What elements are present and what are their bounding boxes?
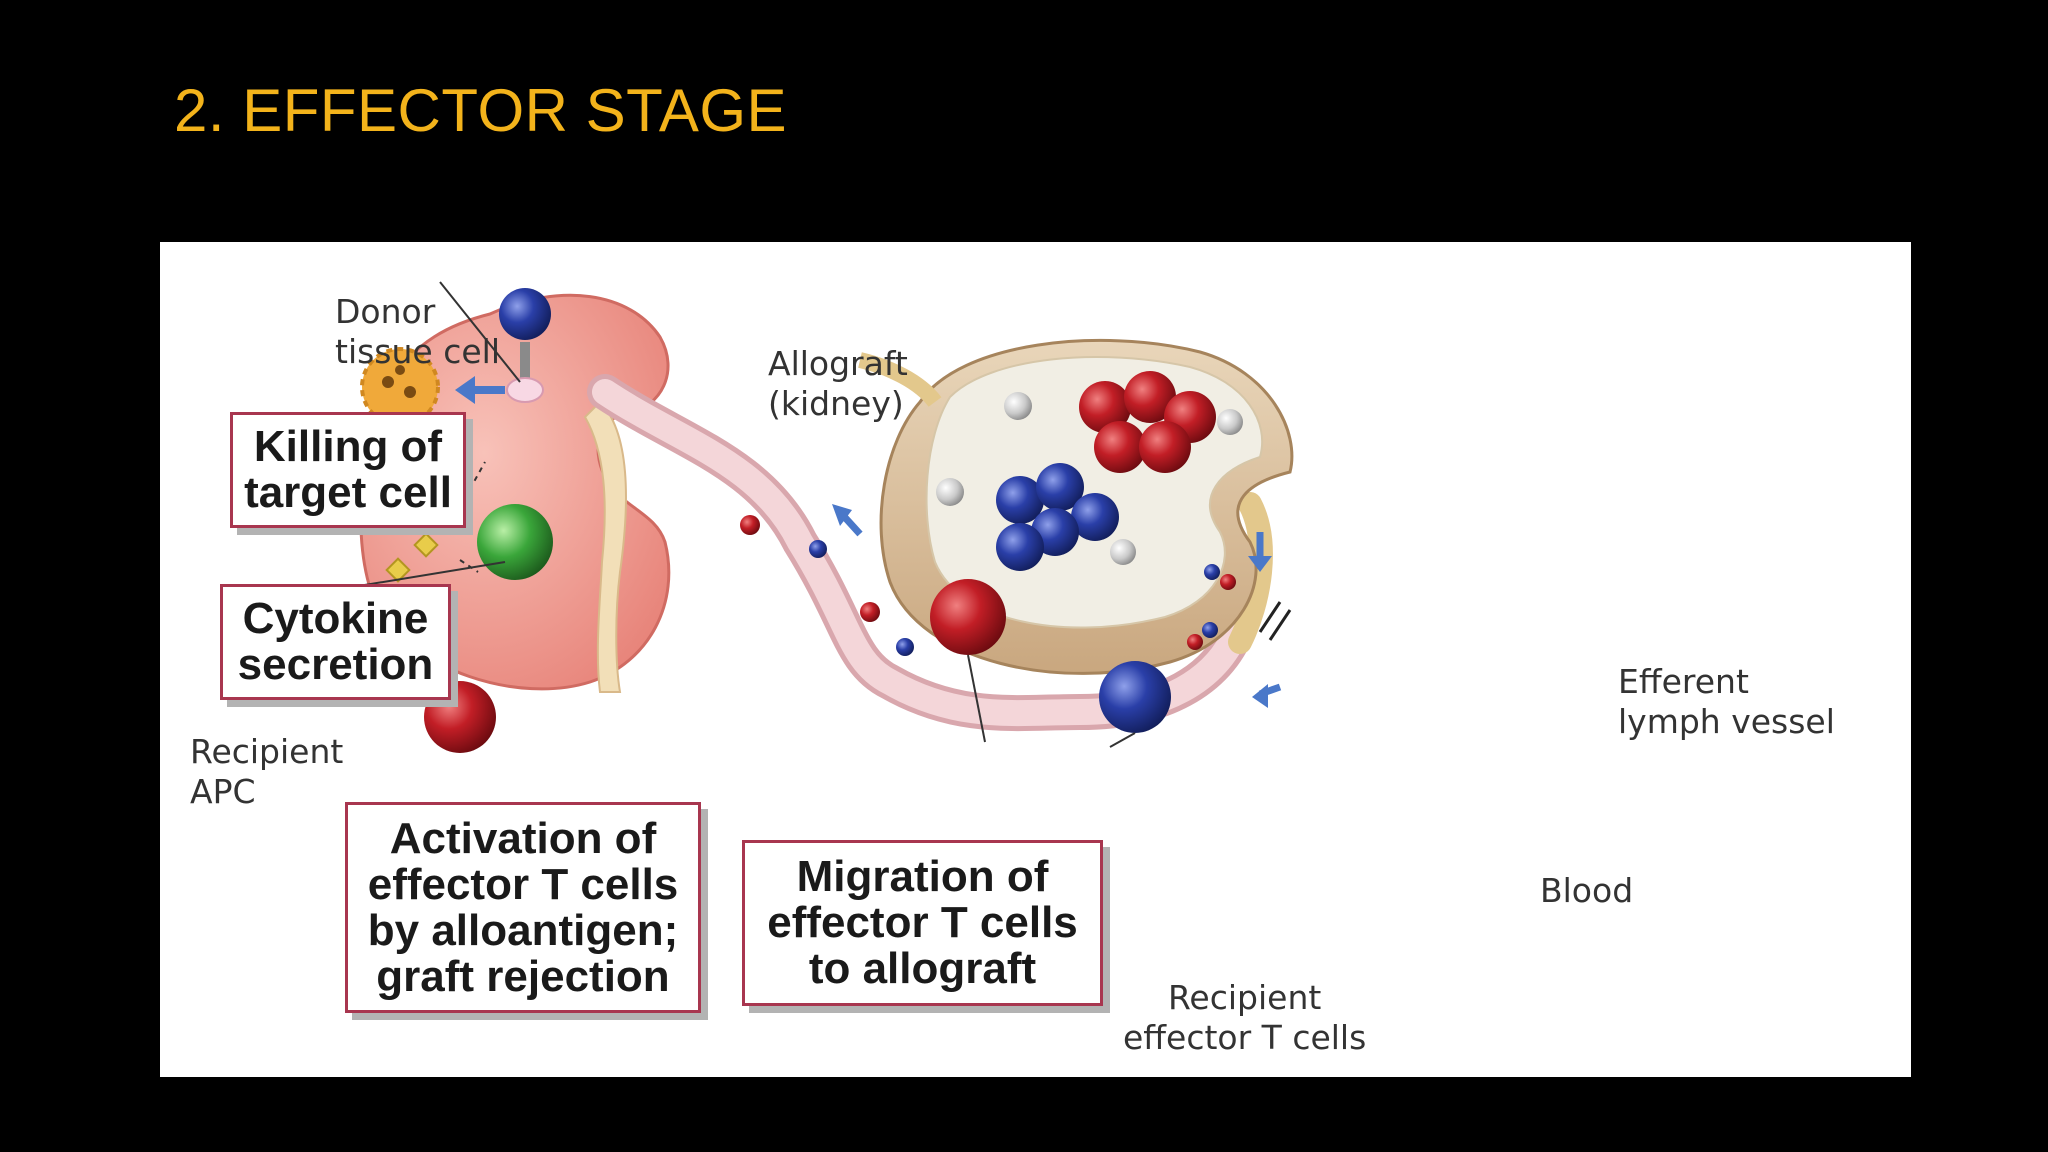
recipient-apc-label: Recipient APC (190, 732, 344, 811)
cytokine-t-cell (477, 504, 553, 580)
recipient-blood-t-cell (1099, 661, 1171, 733)
effector-stage-diagram: Donor tissue cell Allograft (kidney) Rec… (160, 242, 1911, 1077)
blood-label: Blood (1540, 871, 1634, 910)
tissue-t-cell (499, 288, 551, 340)
donor-tissue-cell (506, 377, 544, 403)
activation-of-effector-t-cells-box: Activation of effector T cells by alloan… (345, 802, 701, 1013)
recipient-effector-t-cells-label: Recipient effector T cells (1123, 978, 1367, 1057)
ureter (583, 400, 627, 693)
efferent-lymph-vessel-label: Efferent lymph vessel (1618, 662, 1835, 741)
migration-of-effector-t-cells-box: Migration of effector T cells to allogra… (742, 840, 1103, 1006)
donor-tissue-cell-label: Donor tissue cell (335, 292, 500, 371)
allograft-label: Allograft (kidney) (768, 344, 908, 423)
migrating-effector-cell (930, 579, 1006, 655)
cytokine-secretion-box: Cytokine secretion (220, 584, 451, 700)
killing-of-target-cell-box: Killing of target cell (230, 412, 466, 528)
slide-title: 2. EFFECTOR STAGE (174, 77, 788, 144)
